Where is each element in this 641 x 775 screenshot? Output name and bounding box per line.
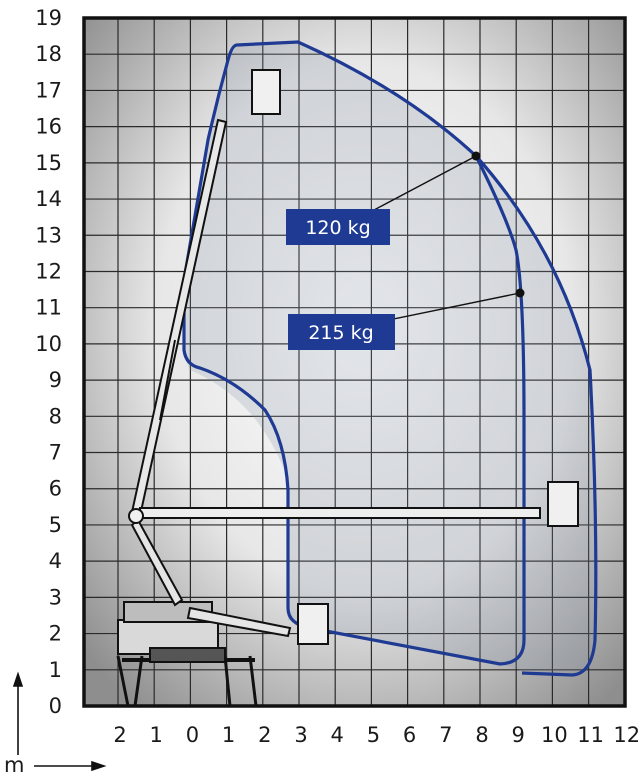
y-tick-label: 2 (49, 622, 62, 646)
y-tick-label: 4 (49, 549, 62, 573)
label-box-215kg (288, 314, 395, 350)
x-tick-label: 0 (186, 723, 199, 747)
x-tick-label: 3 (294, 723, 307, 747)
y-tick-label: 11 (35, 296, 62, 320)
x-tick-label: 5 (367, 723, 380, 747)
x-tick-label: 11 (577, 723, 604, 747)
y-tick-label: 18 (35, 42, 62, 66)
envelope-120kg-outline (236, 40, 598, 677)
y-tick-label: 9 (49, 368, 62, 392)
x-tick-label: 1 (150, 723, 163, 747)
label-box-120kg (286, 209, 390, 245)
y-tick-label: 13 (35, 223, 62, 247)
y-tick-label: 1 (49, 658, 62, 682)
x-tick-label: 7 (439, 723, 452, 747)
x-tick-label: 1 (222, 723, 235, 747)
x-tick-label: 6 (403, 723, 416, 747)
y-tick-label: 0 (49, 694, 62, 718)
y-tick-label: 7 (49, 441, 62, 465)
x-tick-label: 2 (258, 723, 271, 747)
x-tick-label: 4 (331, 723, 344, 747)
y-tick-label: 19 (35, 6, 62, 30)
y-tick-label: 17 (35, 78, 62, 102)
x-tick-label: 8 (475, 723, 488, 747)
x-tick-label: 10 (541, 723, 568, 747)
y-tick-label: 6 (49, 477, 62, 501)
x-tick-label: 9 (512, 723, 525, 747)
y-tick-label: 10 (35, 332, 62, 356)
x-tick-label: 2 (113, 723, 126, 747)
label-120kg: 120 kg (305, 217, 370, 239)
label-215kg: 215 kg (308, 322, 373, 344)
x-axis-arrow (34, 760, 107, 772)
marker-point-215kg (515, 288, 525, 298)
y-tick-label: 3 (49, 585, 62, 609)
y-tick-label: 5 (49, 513, 62, 537)
y-tick-label: 14 (35, 187, 62, 211)
y-tick-label: 8 (49, 404, 62, 428)
y-tick-label: 15 (35, 151, 62, 175)
plot-border (82, 16, 627, 708)
y-tick-label: 12 (35, 259, 62, 283)
envelope-215kg-outline (182, 43, 526, 666)
machine-silhouette (116, 69, 579, 707)
y-tick-label: 16 (35, 115, 62, 139)
x-tick-label: 12 (613, 723, 640, 747)
marker-point-120kg (471, 151, 481, 161)
unit-label: m (4, 753, 24, 775)
y-axis-arrow (12, 671, 24, 755)
